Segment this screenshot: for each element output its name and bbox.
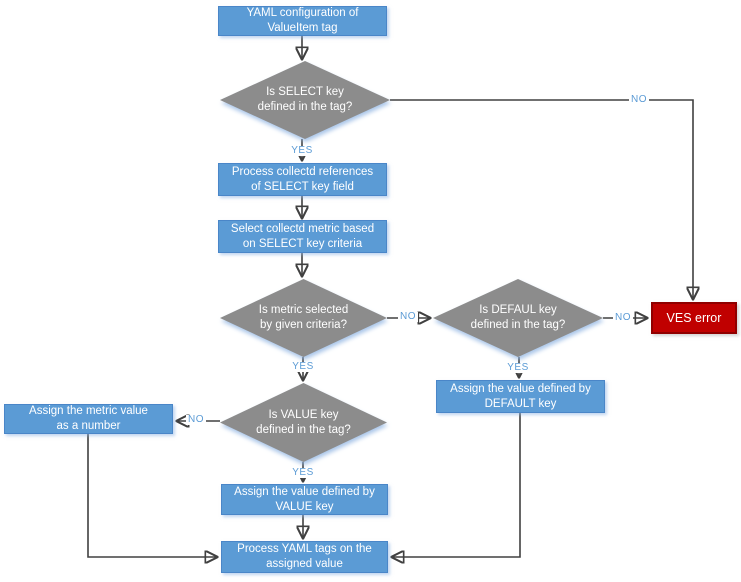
edge-label-value-no: NO <box>186 414 206 425</box>
diamond-metric-selected-shape: Is metric selected by given criteria? <box>220 279 387 357</box>
node-value-key-label: Is VALUE key defined in the tag? <box>256 408 351 436</box>
node-assign-number-label: Assign the metric value as a number <box>29 405 148 432</box>
connector-assign-default-to-tags <box>393 413 521 557</box>
node-ves-error-label: VES error <box>666 310 722 325</box>
node-assign-number: Assign the metric value as a number <box>4 404 173 434</box>
node-select-metric: Select collectd metric based on SELECT k… <box>218 220 387 253</box>
node-assign-default-label: Assign the value defined by DEFAULT key <box>450 382 591 410</box>
node-assign-default: Assign the value defined by DEFAULT key <box>436 380 605 413</box>
node-select-metric-label: Select collectd metric based on SELECT k… <box>230 222 375 250</box>
node-select-key: Is SELECT key defined in the tag? <box>220 61 390 139</box>
connector-select-no-to-error <box>390 99 693 298</box>
node-value-key: Is VALUE key defined in the tag? <box>220 383 387 462</box>
node-default-key: Is DEFAUL key defined in the tag? <box>433 279 603 357</box>
diamond-default-key-shape: Is DEFAUL key defined in the tag? <box>433 279 603 357</box>
edge-label-value-yes: YES <box>290 467 316 478</box>
connector-number-to-tags <box>87 434 216 557</box>
node-metric-selected: Is metric selected by given criteria? <box>220 279 387 357</box>
diamond-value-key-shape: Is VALUE key defined in the tag? <box>220 383 387 462</box>
edge-label-select-yes: YES <box>289 145 315 156</box>
edge-label-default-no: NO <box>613 312 633 323</box>
node-start-label: YAML configuration of ValueItem tag <box>246 7 359 34</box>
node-select-key-label: Is SELECT key defined in the tag? <box>257 86 353 113</box>
node-start: YAML configuration of ValueItem tag <box>218 6 387 36</box>
node-process-refs: Process collectd references of SELECT ke… <box>218 163 387 196</box>
node-process-tags: Process YAML tags on the assigned value <box>221 541 388 573</box>
diamond-select-key-shape: Is SELECT key defined in the tag? <box>220 61 390 139</box>
edge-label-metric-yes: YES <box>290 361 316 372</box>
node-assign-value: Assign the value defined by VALUE key <box>221 484 388 515</box>
edge-label-metric-no: NO <box>398 311 418 322</box>
node-process-tags-label: Process YAML tags on the assigned value <box>237 543 372 570</box>
node-assign-value-label: Assign the value defined by VALUE key <box>234 485 375 513</box>
node-default-key-label: Is DEFAUL key defined in the tag? <box>470 304 566 331</box>
edge-label-select-no: NO <box>629 94 649 105</box>
edge-label-default-yes: YES <box>505 362 531 373</box>
node-ves-error: VES error <box>651 302 737 334</box>
node-process-refs-label: Process collectd references of SELECT ke… <box>231 165 374 193</box>
node-metric-selected-label: Is metric selected by given criteria? <box>258 304 349 331</box>
